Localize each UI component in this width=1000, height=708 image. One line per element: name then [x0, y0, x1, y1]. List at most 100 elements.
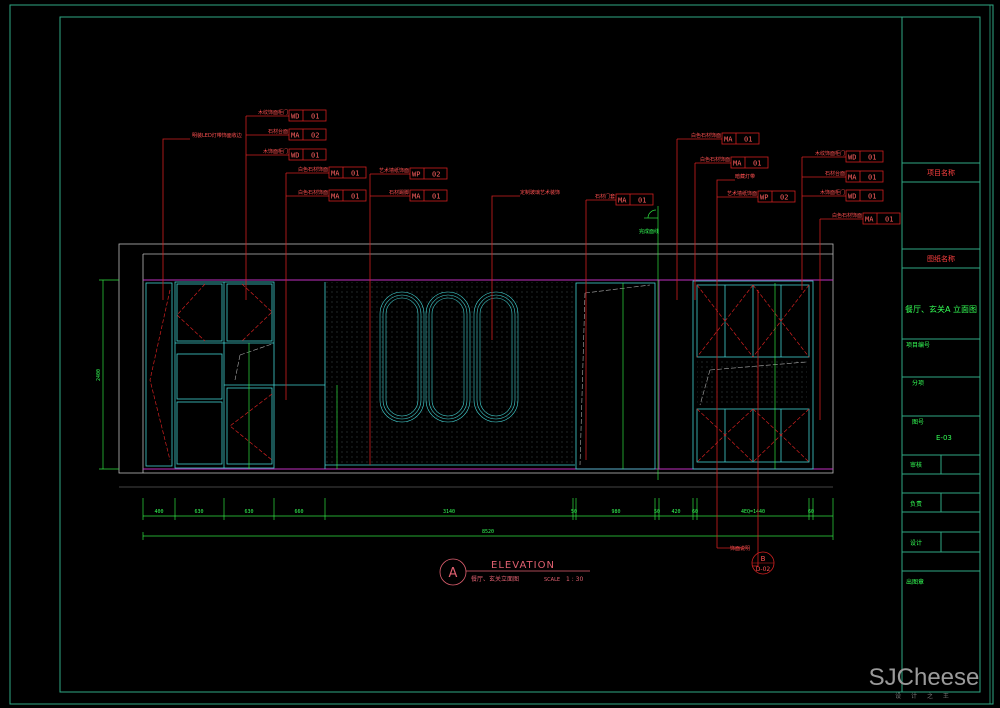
elevation-letter: A: [449, 566, 458, 581]
tag-text: 木饰面柜门: [820, 189, 845, 196]
tag-number: 01: [351, 193, 359, 201]
note-glass-art: 定制玻璃艺术装饰: [520, 189, 560, 196]
dimension-label: 60: [808, 509, 814, 515]
tag-number: 02: [780, 194, 788, 202]
tag-code: MA: [291, 132, 300, 140]
elevation-title: ELEVATION: [491, 560, 555, 571]
tag-number: 01: [432, 193, 440, 201]
elevation-subtitle: 餐厅、玄关立面图: [471, 575, 519, 583]
note-hidden-light: 暗藏灯带: [735, 173, 755, 180]
watermark-tagline: 设 计 之 王: [895, 692, 953, 700]
dimension-label: 50: [571, 509, 577, 515]
tag-code: MA: [865, 216, 874, 224]
tag-text: 石材台面: [268, 128, 288, 135]
elevation-drawing: [99, 243, 834, 540]
tag-code: WD: [291, 113, 299, 121]
note-leaders: [162, 138, 745, 549]
tag-code: MA: [412, 193, 421, 201]
note-finish-line: 完成面线: [639, 228, 659, 235]
tag-code: WD: [848, 154, 856, 162]
dimension-label: 980: [611, 509, 620, 515]
tag-code: WD: [291, 152, 299, 160]
finish-line-symbol: [644, 206, 659, 480]
tag-text: 艺术墙纸饰面: [379, 167, 409, 174]
tag-number: 01: [744, 136, 752, 144]
drawing-no-label: 图号: [912, 419, 924, 426]
dimension-label: 50: [654, 509, 660, 515]
review-label: 审核: [910, 461, 922, 469]
tag-number: 01: [753, 160, 761, 168]
tag-number: 01: [868, 193, 876, 201]
tag-code: MA: [724, 136, 733, 144]
tag-code: MA: [733, 160, 742, 168]
tag-number: 02: [311, 132, 319, 140]
tag-text: 白色石材饰面: [832, 212, 862, 219]
sub-item-label: 分项: [912, 379, 924, 387]
title-block: [901, 17, 980, 692]
dimension-label: 630: [244, 509, 253, 515]
dimension-label: 3140: [443, 509, 455, 515]
tag-number: 01: [868, 174, 876, 182]
scale-label: SCALE: [544, 577, 560, 583]
tag-number: 01: [638, 197, 646, 205]
total-dimension: 8520: [482, 529, 494, 535]
tag-text: 白色石材饰面: [700, 156, 730, 163]
tag-code: MA: [331, 170, 340, 178]
dimension-label: 660: [294, 509, 303, 515]
dimension-label: 400: [154, 509, 163, 515]
tag-code: WP: [412, 171, 420, 179]
tag-code: MA: [618, 197, 627, 205]
tag-text: 白色石材饰面: [691, 132, 721, 139]
tag-number: 02: [432, 171, 440, 179]
design-label: 设计: [910, 539, 922, 547]
tag-text: 白色石材饰面: [298, 166, 328, 173]
drawing-no: E-03: [936, 434, 952, 442]
tag-text: 木纹饰面柜门: [258, 109, 288, 116]
project-no-label: 项目编号: [906, 341, 930, 349]
elevation-symbol: [439, 558, 467, 586]
tag-number: 01: [311, 113, 319, 121]
detail-sheet: D-02: [756, 566, 771, 573]
tag-code: MA: [848, 174, 857, 182]
drawing-name-label: 图纸名称: [927, 254, 955, 263]
project-name-label: 项目名称: [927, 168, 955, 177]
outer-frame: [9, 4, 994, 705]
responsible-label: 负责: [910, 500, 922, 508]
tag-text: 木饰面柜门: [263, 148, 288, 155]
tag-text: 艺术墙纸饰面: [727, 190, 757, 197]
tag-text: 石材门套: [595, 193, 615, 200]
dimension-label: 630: [194, 509, 203, 515]
dimension-labels: 400 630 630 660 3140 50 980 50 420 60 4EQ=1440 60: [154, 509, 814, 515]
tag-text: 石材踢脚: [389, 189, 409, 196]
tag-number: 01: [311, 152, 319, 160]
note-finish: 饰面说明: [730, 545, 750, 552]
dimension-label: 420: [671, 509, 680, 515]
tag-code: WP: [760, 194, 768, 202]
scale-value: 1 : 30: [566, 576, 583, 583]
height-dimension: 2400: [96, 369, 102, 381]
inner-frame: [59, 16, 981, 693]
dimension-label: 4EQ=1440: [741, 509, 765, 515]
note-led-strip: 明装LED灯带饰面收边: [192, 132, 242, 139]
tag-code: MA: [331, 193, 340, 201]
tag-text: 白色石材饰面: [298, 189, 328, 196]
watermark-brand: SJCheese: [869, 664, 980, 691]
dimension-label: 60: [692, 509, 698, 515]
drawing-name: 餐厅、玄关A 立面图: [905, 304, 977, 314]
